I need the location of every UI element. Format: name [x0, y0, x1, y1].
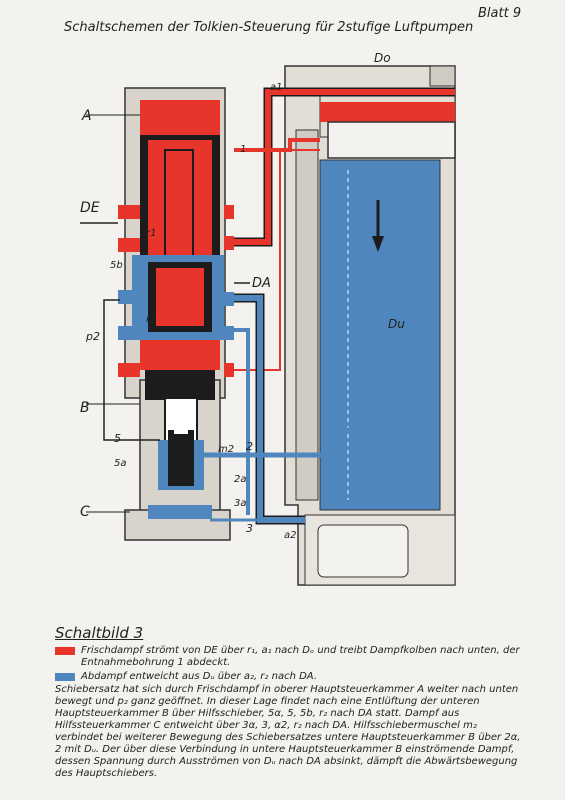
label-a1: a1 [270, 82, 283, 93]
piston [327, 121, 456, 159]
label-port-2: 2 [246, 440, 253, 453]
label-steam-inlet: DE [80, 200, 100, 216]
label-steam-outlet: DA [252, 276, 271, 291]
legend-live-steam-text: Frischdampf strömt von DE über r₁, a₁ na… [81, 645, 520, 668]
label-a2: a2 [284, 530, 297, 541]
label-port-2a: 2a [234, 474, 247, 485]
label-lower-chamber: Du [388, 317, 405, 331]
label-r2: r2 [146, 314, 156, 325]
label-r1: r1 [146, 228, 156, 239]
label-upper-chamber: Do [374, 51, 391, 65]
label-chamber-b: B [80, 400, 90, 416]
piston-direction-arrow [372, 236, 384, 252]
label-port-5b: 5b [110, 260, 123, 271]
upper-main-chamber-a [140, 100, 220, 135]
sheet-number: Blatt 9 [478, 6, 522, 21]
label-port-3: 3 [246, 522, 253, 535]
upper-chamber-do [320, 102, 455, 122]
caption-title: Schaltbild 3 [55, 624, 144, 642]
caption-block: Schaltbild 3 Frischdampf strömt von DE ü… [55, 624, 525, 780]
label-port-5: 5 [114, 432, 121, 445]
steam-pipes [80, 87, 455, 525]
valve-schematic: A DE DA Do Du B C p2 a1 a2 1 2 3 2a 3a 5… [80, 51, 456, 586]
red-swatch [55, 647, 75, 655]
valve-ports [118, 205, 234, 377]
caption-description: Schiebersatz hat sich durch Frischdampf … [55, 684, 521, 779]
legend-live-steam: Frischdampf strömt von DE über r₁, a₁ na… [55, 645, 525, 669]
label-chamber-a: A [81, 108, 92, 124]
legend-exhaust-steam: Abdampf entweicht aus Dᵤ über a₂, r₂ nac… [55, 671, 525, 683]
label-chamber-c: C [80, 504, 90, 520]
label-port-1: 1 [240, 144, 246, 155]
label-m2: m2 [218, 444, 234, 455]
label-port-5a: 5a [114, 458, 127, 469]
sheet-title: Schaltschemen der Tolkien-Steuerung für … [64, 20, 474, 35]
legend-exhaust-text: Abdampf entweicht aus Dᵤ über a₂, r₂ nac… [81, 671, 317, 682]
label-port-3a: 3a [234, 498, 247, 509]
lower-chamber-du [319, 159, 441, 511]
label-p2: p2 [85, 330, 100, 343]
blue-swatch [55, 673, 75, 681]
